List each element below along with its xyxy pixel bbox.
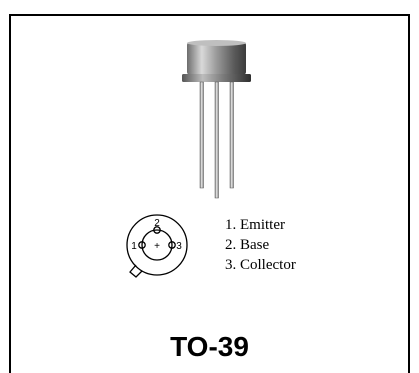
package-title: TO-39 xyxy=(170,331,249,362)
pinout-bottom-view xyxy=(126,214,188,278)
pin-2-dot xyxy=(153,226,161,234)
pinout-tab xyxy=(129,264,143,278)
transistor-can xyxy=(182,40,251,82)
pin-1-dot xyxy=(138,241,146,249)
transistor-leads xyxy=(199,81,234,199)
pin-3-dot xyxy=(168,241,176,249)
lead-3 xyxy=(229,81,234,189)
pinout-outline-circle xyxy=(126,214,188,276)
pin-legend-item: 3. Collector xyxy=(225,257,296,273)
pin-legend-item: 1. Emitter xyxy=(225,217,285,233)
can-body xyxy=(187,42,246,75)
pin-legend-item: 2. Base xyxy=(225,237,270,253)
center-mark: + xyxy=(154,241,160,252)
pin-3-number: 3 xyxy=(176,241,182,252)
pin-legend: 1. Emitter 2. Base 3. Collector xyxy=(225,215,296,275)
can-top xyxy=(187,40,246,46)
pinout-inner-circle xyxy=(141,229,173,261)
lead-2 xyxy=(214,81,219,199)
lead-1 xyxy=(199,81,204,189)
pin-1-number: 1 xyxy=(131,241,137,252)
pin-2-number: 2 xyxy=(154,218,160,229)
diagram-frame xyxy=(9,14,410,373)
can-rim xyxy=(182,74,251,82)
